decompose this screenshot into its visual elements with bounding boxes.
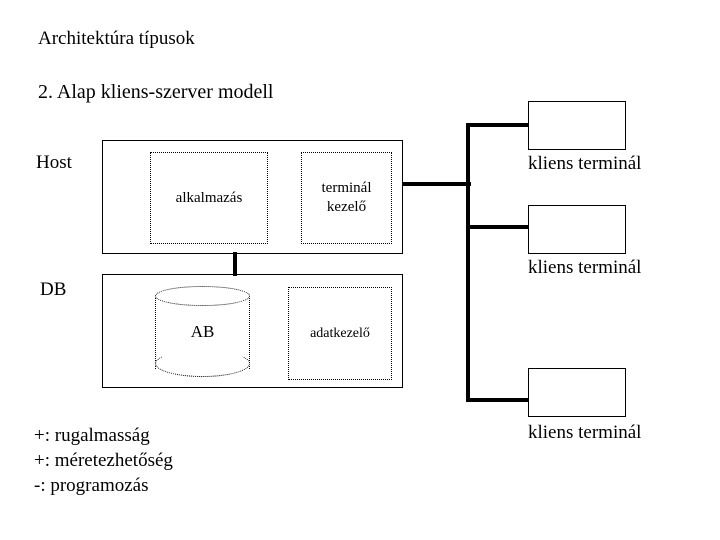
note-line-1: +: rugalmasság [34, 425, 150, 446]
network-bus-line [466, 123, 470, 402]
client-terminal-box-1 [528, 101, 626, 150]
database-label: AB [190, 322, 215, 341]
host-label: Host [36, 152, 72, 173]
pros-cons-notes: +: rugalmasság +: méretezhetőség -: prog… [34, 423, 173, 498]
client-terminal-label-3: kliens terminál [528, 422, 642, 443]
db-label: DB [40, 279, 67, 300]
client-terminal-box-2 [528, 205, 626, 254]
application-component-box: alkalmazás [150, 152, 268, 244]
cylinder-bottom-ellipse [155, 350, 250, 377]
terminal-manager-component-box: terminál kezelő [301, 152, 392, 244]
terminal-branch-connector-1 [466, 123, 530, 127]
cylinder-top-ellipse [155, 286, 250, 306]
page-subtitle: 2. Alap kliens-szerver modell [38, 81, 274, 103]
host-network-connector [403, 182, 471, 186]
note-line-3: -: programozás [34, 475, 149, 496]
page-title: Architektúra típusok [38, 28, 195, 49]
data-manager-component-box: adatkezelő [288, 287, 392, 380]
terminal-branch-connector-2 [466, 225, 530, 229]
application-component-label: alkalmazás [175, 189, 243, 206]
terminal-branch-connector-3 [466, 398, 530, 402]
client-terminal-label-1: kliens terminál [528, 153, 642, 174]
client-terminal-label-2: kliens terminál [528, 257, 642, 278]
database-cylinder-icon: AB [155, 286, 250, 378]
host-db-connector [233, 252, 237, 276]
data-manager-component-label: adatkezelő [310, 325, 370, 341]
note-line-2: +: méretezhetőség [34, 450, 173, 471]
client-terminal-box-3 [528, 368, 626, 417]
terminal-manager-component-label: terminál kezelő [321, 180, 372, 215]
